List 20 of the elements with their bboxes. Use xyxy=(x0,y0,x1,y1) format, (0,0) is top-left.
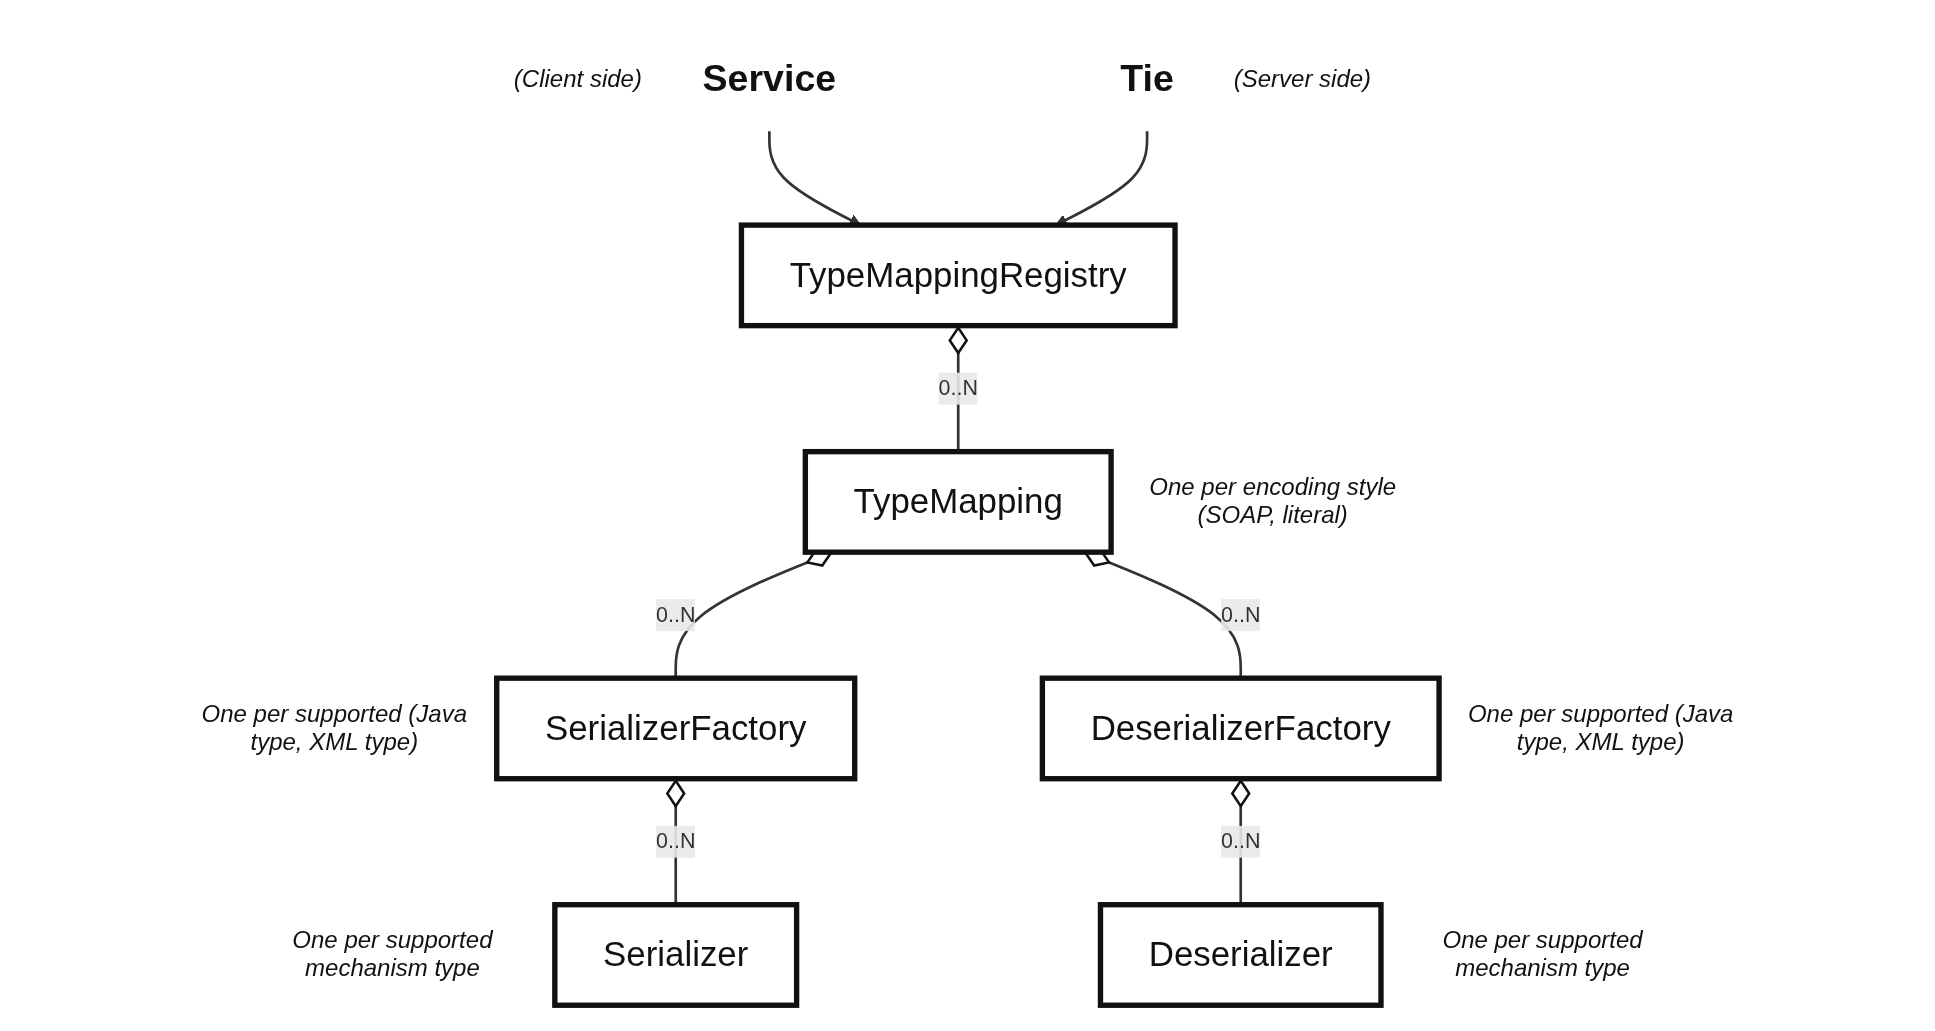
node-box: TypeMappingRegistry xyxy=(738,221,1178,328)
node-box: SerializerFactory xyxy=(493,675,857,781)
node-box: Serializer xyxy=(551,901,799,1008)
node-box: TypeMapping xyxy=(802,448,1114,555)
annotation-note: One per supported mechanism type xyxy=(291,926,494,983)
edge-label: 0..N xyxy=(655,829,695,852)
annotation-note: (Client side) xyxy=(513,64,642,93)
node-box: Deserializer xyxy=(1097,901,1384,1008)
node-text: Service xyxy=(702,57,836,99)
edge-label: 0..N xyxy=(1220,829,1260,852)
annotation-note: One per supported (Java type, XML type) xyxy=(1466,699,1735,756)
edge-label: 0..N xyxy=(1220,602,1260,626)
annotation-note: One per encoding style (SOAP, literal) xyxy=(1148,473,1398,530)
annotation-note: One per supported mechanism type xyxy=(1441,926,1644,983)
edge-label: 0..N xyxy=(655,602,695,626)
annotation-note: (Server side) xyxy=(1233,64,1372,93)
node-text: Tie xyxy=(1119,57,1174,99)
annotation-note: One per supported (Java type, XML type) xyxy=(200,699,469,756)
edge-label: 0..N xyxy=(938,376,978,399)
node-box: DeserializerFactory xyxy=(1039,675,1442,781)
